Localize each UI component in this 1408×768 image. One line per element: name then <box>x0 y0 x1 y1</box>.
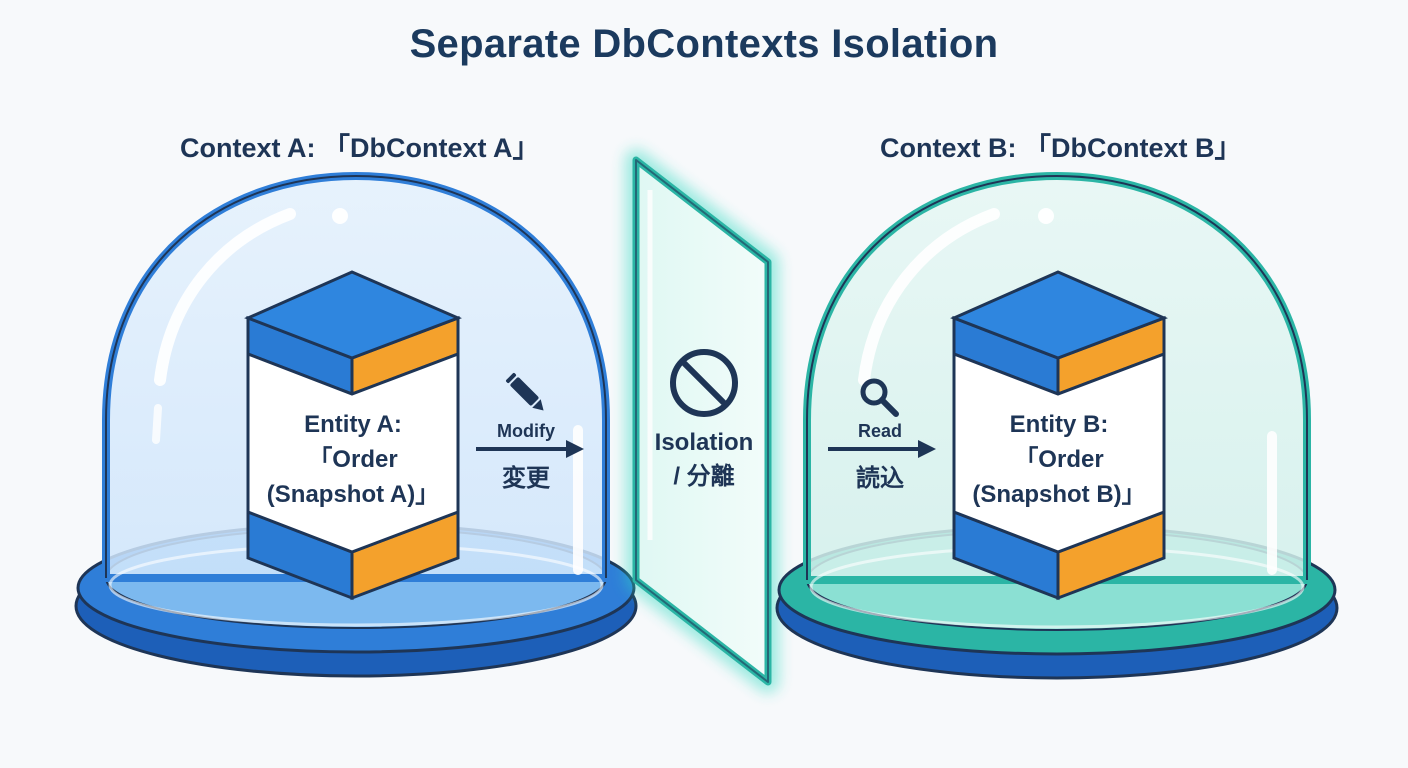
entity-a-line3: (Snapshot A)」 <box>266 481 440 508</box>
modify-arrow <box>476 440 584 458</box>
isolation-label: Isolation / 分離 <box>634 426 774 494</box>
modify-label-jp: 変更 <box>502 465 550 492</box>
isolation-line2: / 分離 <box>673 463 735 490</box>
context-a-label: Context A: 「DbContext A」 <box>180 133 540 163</box>
read-label: Read <box>857 421 902 441</box>
prohibited-icon <box>670 349 738 417</box>
read-arrow <box>828 440 936 458</box>
entity-b-line1: Entity B: <box>1009 411 1109 438</box>
pencil-icon <box>505 372 544 411</box>
cube-a <box>244 270 462 601</box>
entity-a-line1: Entity A: <box>304 411 402 438</box>
diagram-title: Separate DbContexts Isolation <box>409 22 999 66</box>
entity-b-label: Entity B: 「Order (Snapshot B)」 <box>954 407 1164 512</box>
context-b-label: Context B: 「DbContext B」 <box>880 133 1242 163</box>
entity-b-line2: 「Order <box>1014 446 1104 473</box>
entity-a-line2: 「Order <box>308 446 398 473</box>
cube-b <box>950 270 1168 601</box>
entity-b-line3: (Snapshot B)」 <box>972 481 1146 508</box>
entity-a-label: Entity A: 「Order (Snapshot A)」 <box>248 407 458 512</box>
isolation-line1: Isolation <box>654 429 754 456</box>
read-label-jp: 読込 <box>856 465 904 492</box>
magnifier-icon <box>860 378 899 417</box>
isolation-glass <box>625 149 779 693</box>
modify-label: Modify <box>497 421 555 441</box>
